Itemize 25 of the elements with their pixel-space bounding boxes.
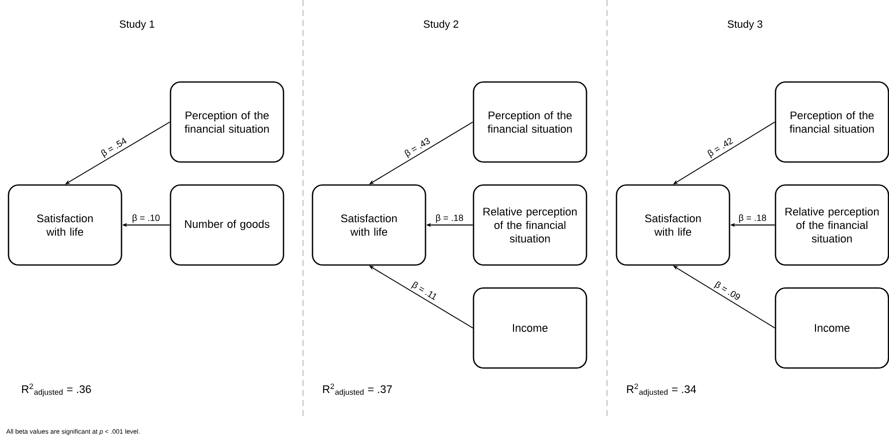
rounded-box: Perception of the financial situation	[472, 81, 588, 163]
r-squared-label: R$^{2}$$_{adjusted}$ = .36	[22, 384, 91, 396]
edge-label: β = .43	[404, 138, 430, 158]
edge-label: β = .10	[132, 214, 160, 223]
study-heading: Study 1	[120, 20, 154, 30]
rounded-box: Perception of the financial situation	[774, 81, 889, 163]
rounded-box: Perception of the financial situation	[170, 81, 284, 163]
r-squared-label: R$^{2}$$_{adjusted}$ = .37	[323, 384, 392, 396]
rounded-box: Income	[472, 287, 588, 369]
rounded-box: Satisfaction with life	[616, 184, 730, 266]
rounded-box: Income	[774, 287, 889, 369]
rounded-box: Satisfaction with life	[312, 184, 426, 266]
edge-label: β = .18	[739, 214, 766, 223]
rounded-box: Number of goods	[170, 184, 284, 266]
rounded-box: Relative perception of the financial situation	[472, 184, 588, 266]
rounded-box: Relative perception of the financial situation	[774, 184, 889, 266]
study-heading: Study 2	[424, 20, 458, 30]
r-squared-label: R$^{2}$$_{adjusted}$ = .34	[627, 384, 696, 396]
rounded-box: Satisfaction with life	[8, 184, 122, 266]
edge-label: β = .11	[410, 282, 436, 300]
study-heading: Study 3	[728, 20, 762, 30]
edge-label: β = .54	[101, 138, 126, 158]
edge-label: β = .18	[436, 214, 464, 223]
edge-label: β = .09	[714, 281, 740, 300]
edge-label: β = .42	[708, 138, 734, 158]
